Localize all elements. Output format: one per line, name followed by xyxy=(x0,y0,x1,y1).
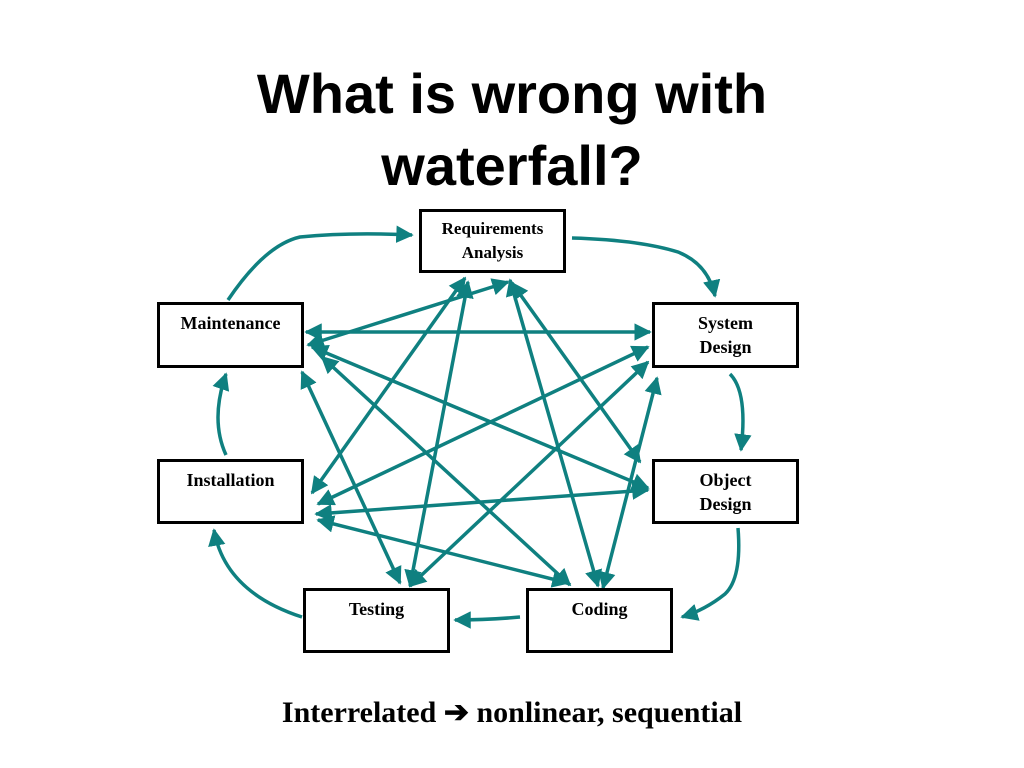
node-label-line-1: Installation xyxy=(186,470,275,490)
caption: Interrelated ➔ nonlinear, sequential xyxy=(0,693,1024,733)
node-label-line-2: Design xyxy=(699,337,752,357)
title-line-2: waterfall? xyxy=(381,134,643,197)
edge-object-installation xyxy=(314,482,650,522)
caption-right: nonlinear, sequential xyxy=(476,696,743,729)
title-line-1: What is wrong with xyxy=(256,62,768,125)
node-label-line-1: System xyxy=(698,313,753,333)
node-label-line-1: Testing xyxy=(348,599,405,619)
node-label-line-1: Object xyxy=(699,470,752,490)
node-label-line-2: Analysis xyxy=(461,243,524,262)
node-object-design: Object Design xyxy=(652,459,799,524)
edge-maintenance-requirements xyxy=(306,278,510,349)
node-label-line-1: Maintenance xyxy=(180,313,281,333)
edge-requirements-to-system xyxy=(571,236,721,298)
edge-maintenance-object xyxy=(310,345,650,490)
node-installation: Installation xyxy=(157,459,304,524)
node-requirements-analysis: Requirements Analysis xyxy=(419,209,566,273)
node-system-design: System Design xyxy=(652,302,799,368)
edge-system-to-object xyxy=(728,372,752,452)
node-testing: Testing xyxy=(303,588,450,653)
node-label-line-1: Requirements xyxy=(441,219,544,238)
edge-object-to-coding xyxy=(680,527,741,621)
node-label-line-2: Design xyxy=(699,494,752,514)
edge-system-coding xyxy=(598,376,662,590)
node-maintenance: Maintenance xyxy=(157,302,304,368)
edge-maintenance-testing xyxy=(300,370,402,585)
page-title: What is wrong with waterfall? xyxy=(0,58,1024,202)
edge-installation-coding xyxy=(316,515,570,588)
edge-coding-to-testing xyxy=(453,611,521,629)
edge-testing-to-installation xyxy=(208,528,303,619)
edge-installation-to-maintenance xyxy=(212,372,230,456)
caption-left: Interrelated xyxy=(281,696,437,729)
edge-requirements-object xyxy=(510,281,642,464)
node-coding: Coding xyxy=(526,588,673,653)
edge-maintenance-to-requirements xyxy=(226,225,414,301)
edge-requirements-installation xyxy=(310,276,467,495)
right-arrow-icon: ➔ xyxy=(443,696,469,729)
node-label-line-1: Coding xyxy=(571,599,628,619)
